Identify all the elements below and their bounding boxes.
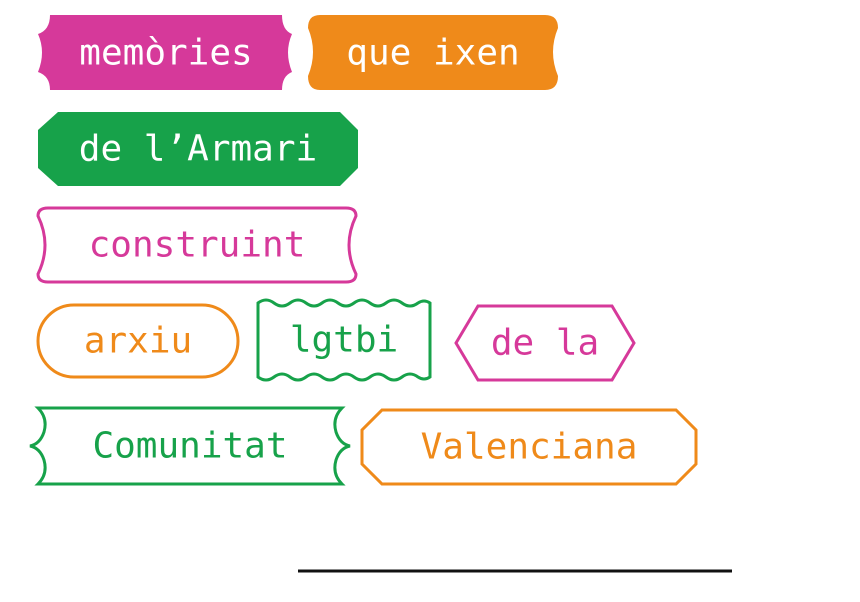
tag-comunitat: Comunitat [29,406,351,486]
tag-comunitat-text: Comunitat [92,426,287,467]
tag-memories-text: memòries [79,33,252,74]
tag-que-ixen: que ixen [308,15,558,90]
tag-construint: construint [36,206,358,284]
tag-arxiu: arxiu [36,303,240,379]
tag-que-ixen-text: que ixen [346,33,519,74]
tag-armari: de l’Armari [38,112,358,186]
tag-lgtbi: lgtbi [256,298,432,382]
tag-arxiu-text: arxiu [84,321,192,362]
tag-lgtbi-text: lgtbi [290,320,398,361]
tag-construint-text: construint [89,225,306,266]
tag-armari-text: de l’Armari [79,129,317,170]
tag-valenciana: Valenciana [360,408,698,486]
tag-de-la: de la [454,304,636,382]
tag-de-la-text: de la [491,323,599,364]
tag-memories: memòries [38,15,292,90]
tag-valenciana-text: Valenciana [421,427,638,468]
